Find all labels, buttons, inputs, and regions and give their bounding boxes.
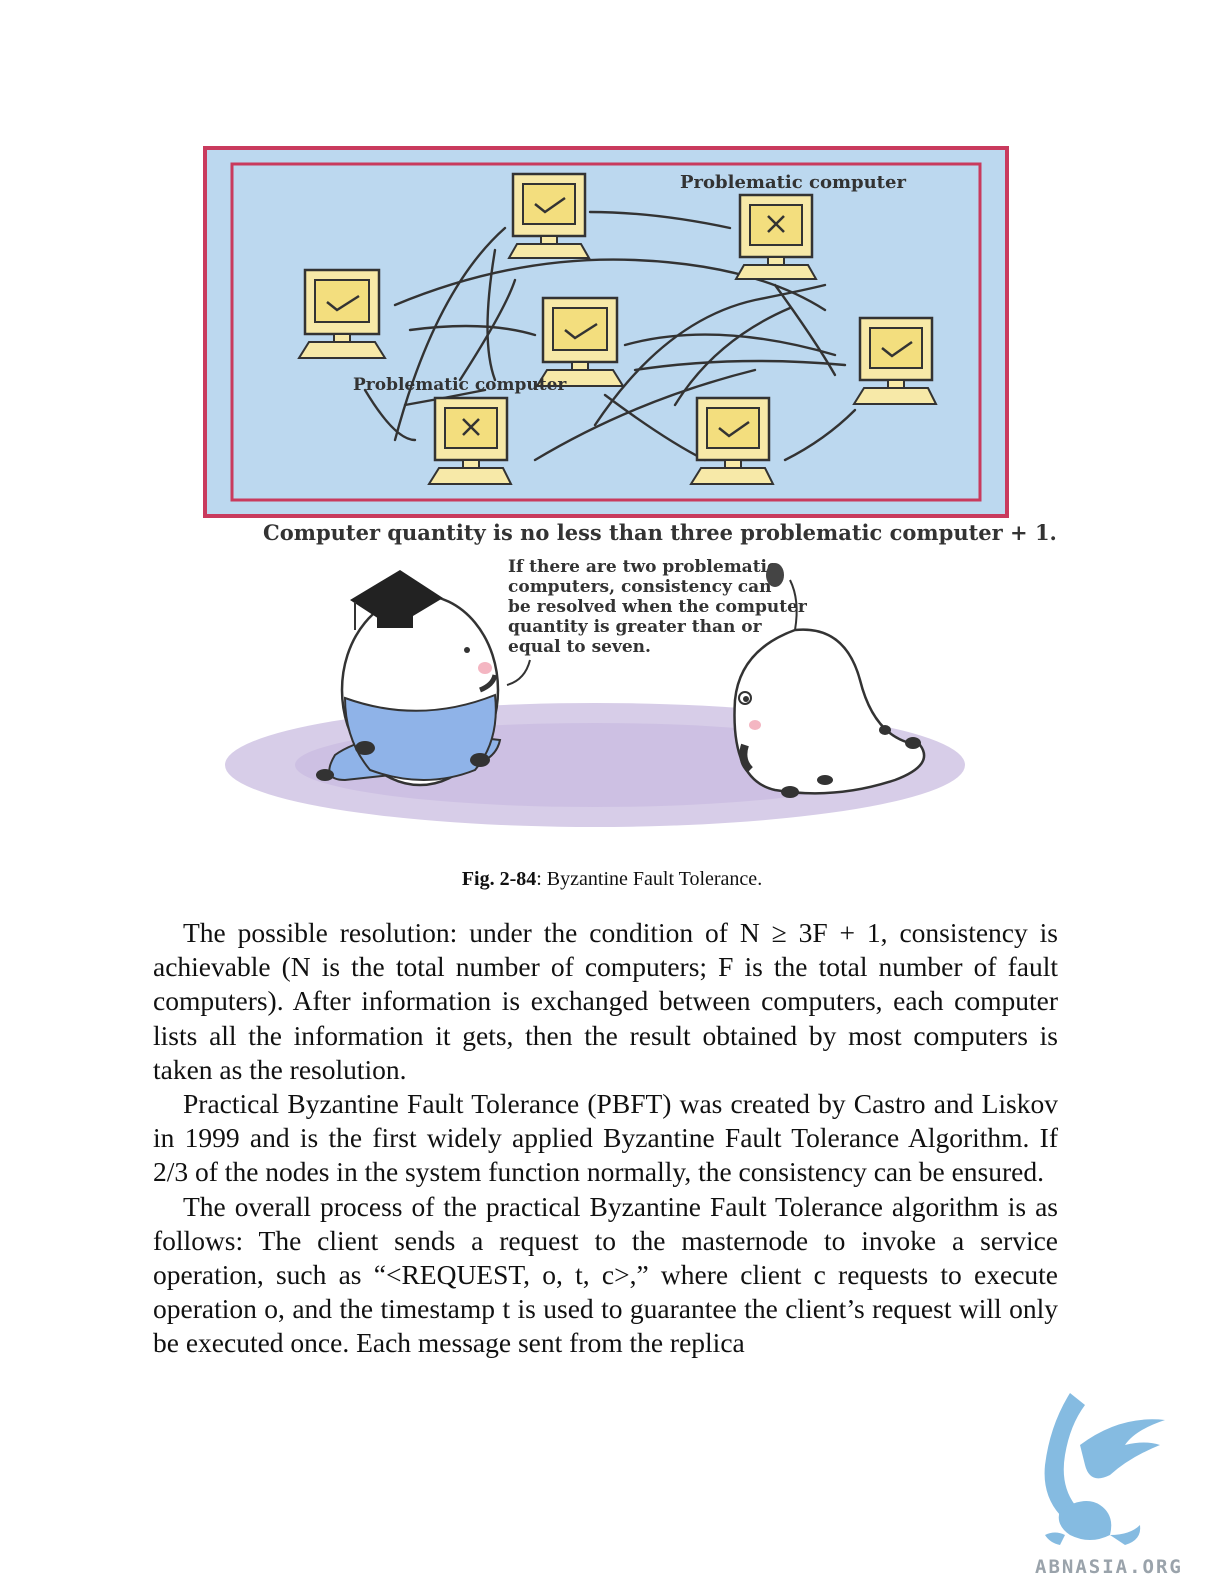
computer-right — [852, 316, 938, 405]
cross-icon — [767, 215, 785, 233]
professor-character — [316, 570, 502, 787]
computer-left — [297, 268, 387, 359]
graduation-cap-icon — [350, 570, 443, 628]
figure-label: Fig. 2-84 — [461, 868, 537, 890]
check-icon — [564, 322, 598, 340]
paragraph: Practical Byzantine Fault Tolerance (PBF… — [153, 1088, 1058, 1188]
rule-text: Computer quantity is no less than three … — [263, 520, 1057, 545]
check-icon — [718, 420, 750, 438]
speech-line-4: quantity is greater than or — [508, 617, 763, 637]
check-icon — [326, 294, 360, 312]
figure-caption: Fig. 2-84: Byzantine Fault Tolerance. — [0, 868, 1224, 891]
label-problematic-left: Problematic computer — [353, 375, 567, 395]
computer-bottom-left-faulty — [427, 396, 513, 485]
paragraph: The overall process of the practical Byz… — [153, 1190, 1058, 1359]
speech-line-2: computers, consistency can — [508, 577, 772, 597]
griffin-icon — [1044, 1393, 1165, 1545]
speech-line-5: equal to seven. — [508, 637, 651, 657]
figure-caption-text: : Byzantine Fault Tolerance. — [536, 868, 763, 890]
byzantine-illustration: Problematic computer Problematic compute… — [195, 140, 1057, 850]
watermark-logo: ABNASIA.ORG — [1030, 1385, 1183, 1580]
computer-top-center — [507, 172, 591, 259]
speech-line-1: If there are two problematic — [508, 557, 777, 577]
label-problematic-top: Problematic computer — [680, 172, 906, 193]
watermark-text: ABNASIA.ORG — [1035, 1556, 1183, 1578]
check-icon — [534, 196, 566, 214]
body-text: The possible resolution: under the condi… — [153, 916, 1058, 1361]
computer-top-right-faulty — [734, 193, 818, 280]
paragraph: The possible resolution: under the condi… — [153, 917, 1058, 1085]
speech-line-3: be resolved when the computer — [508, 597, 808, 617]
computer-bottom-right — [689, 396, 775, 485]
robot-character — [733, 563, 926, 798]
computer-center — [535, 296, 625, 387]
check-icon — [881, 340, 913, 358]
cross-icon — [462, 418, 480, 436]
